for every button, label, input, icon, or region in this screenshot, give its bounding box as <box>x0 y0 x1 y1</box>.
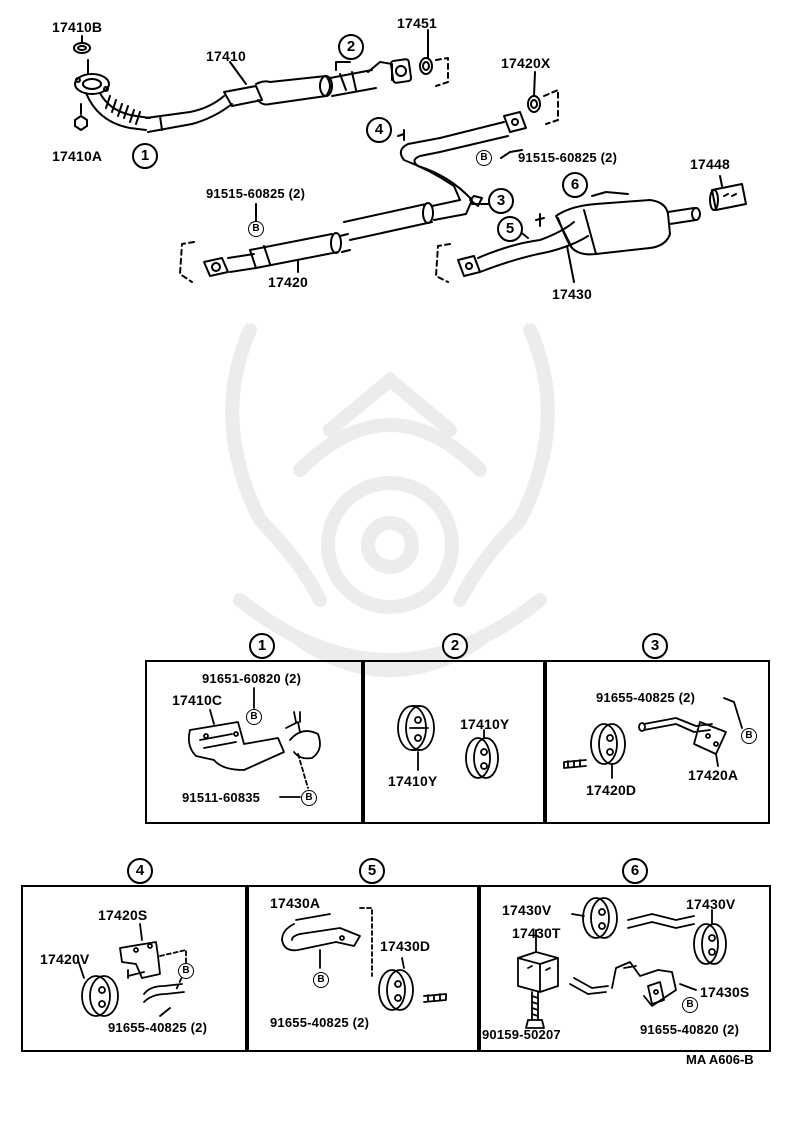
label-91651-60820: 91651-60820 (2) <box>202 671 302 686</box>
callout-5-main: 5 <box>497 216 523 242</box>
detail4-hanger <box>77 923 187 1017</box>
detail6-hangers <box>517 897 727 1029</box>
label-91655-40825-d5: 91655-40825 (2) <box>270 1015 370 1030</box>
label-17451: 17451 <box>397 15 437 31</box>
label-17430: 17430 <box>552 286 592 302</box>
detail-panel-5 <box>245 885 481 1052</box>
callout-4-main: 4 <box>366 117 392 143</box>
label-17430T: 17430T <box>512 925 561 941</box>
callout-detail-6: 6 <box>622 858 648 884</box>
detail2-rubber-hangers <box>397 705 499 779</box>
label-91511-60835: 91511-60835 <box>182 790 261 805</box>
label-17420A: 17420A <box>688 767 739 783</box>
label-17410B: 17410B <box>52 19 103 35</box>
watermark-emblem <box>225 323 555 677</box>
drawing-reference: MA A606-B <box>686 1052 754 1067</box>
bolt-marker-right: B <box>476 150 492 166</box>
label-17410Y-left: 17410Y <box>388 773 438 789</box>
detail-panel-2 <box>361 660 547 824</box>
callout-1-main: 1 <box>132 143 158 169</box>
label-17430V-left: 17430V <box>502 902 552 918</box>
bolt-marker-d1-bottom: B <box>301 790 317 806</box>
detail1-heat-shield <box>187 687 321 798</box>
bolt-marker-d1-top: B <box>246 709 262 725</box>
label-17420D: 17420D <box>586 782 637 798</box>
callout-detail-2: 2 <box>442 633 468 659</box>
detail5-hanger <box>281 907 447 1011</box>
callout-detail-4: 4 <box>127 858 153 884</box>
callout-3-main: 3 <box>488 188 514 214</box>
label-17448: 17448 <box>690 156 730 172</box>
bolt-marker-d6: B <box>682 997 698 1013</box>
detail3-hanger-bracket <box>563 697 743 779</box>
label-17410Y-right: 17410Y <box>460 716 510 732</box>
muffler-17430 <box>435 191 701 283</box>
label-17430D: 17430D <box>380 938 431 954</box>
bolt-marker-d5: B <box>313 972 329 988</box>
label-17420V: 17420V <box>40 951 90 967</box>
detail-panel-4 <box>21 885 249 1052</box>
label-91655-40825-d4: 91655-40825 (2) <box>108 1020 208 1035</box>
label-17430V-right: 17430V <box>686 896 736 912</box>
callout-2-main: 2 <box>338 34 364 60</box>
label-91515-60825-left: 91515-60825 (2) <box>206 186 306 201</box>
front-pipe-17410 <box>73 35 449 133</box>
detail-panel-1 <box>145 660 365 824</box>
label-17420X: 17420X <box>501 55 551 71</box>
bolt-marker-d3: B <box>741 728 757 744</box>
label-17410C: 17410C <box>172 692 223 708</box>
label-17430A: 17430A <box>270 895 321 911</box>
label-17410A: 17410A <box>52 148 103 164</box>
label-91655-40820: 91655-40820 (2) <box>640 1022 740 1037</box>
callout-detail-3: 3 <box>642 633 668 659</box>
bolt-marker-left: B <box>248 221 264 237</box>
callout-detail-5: 5 <box>359 858 385 884</box>
label-17420S: 17420S <box>98 907 148 923</box>
label-90159-50207: 90159-50207 <box>482 1027 561 1042</box>
callout-detail-1: 1 <box>249 633 275 659</box>
bolt-marker-d4: B <box>178 963 194 979</box>
callout-6-main: 6 <box>562 172 588 198</box>
label-91655-40825-d3: 91655-40825 (2) <box>596 690 696 705</box>
detail-panel-6 <box>477 885 771 1052</box>
label-17430S: 17430S <box>700 984 750 1000</box>
center-pipe-17420 <box>179 89 559 283</box>
label-91515-60825-right: 91515-60825 (2) <box>518 150 618 165</box>
label-17410: 17410 <box>206 48 246 64</box>
tail-tip-17448 <box>709 183 747 211</box>
label-17420: 17420 <box>268 274 308 290</box>
detail-panel-3 <box>543 660 770 824</box>
